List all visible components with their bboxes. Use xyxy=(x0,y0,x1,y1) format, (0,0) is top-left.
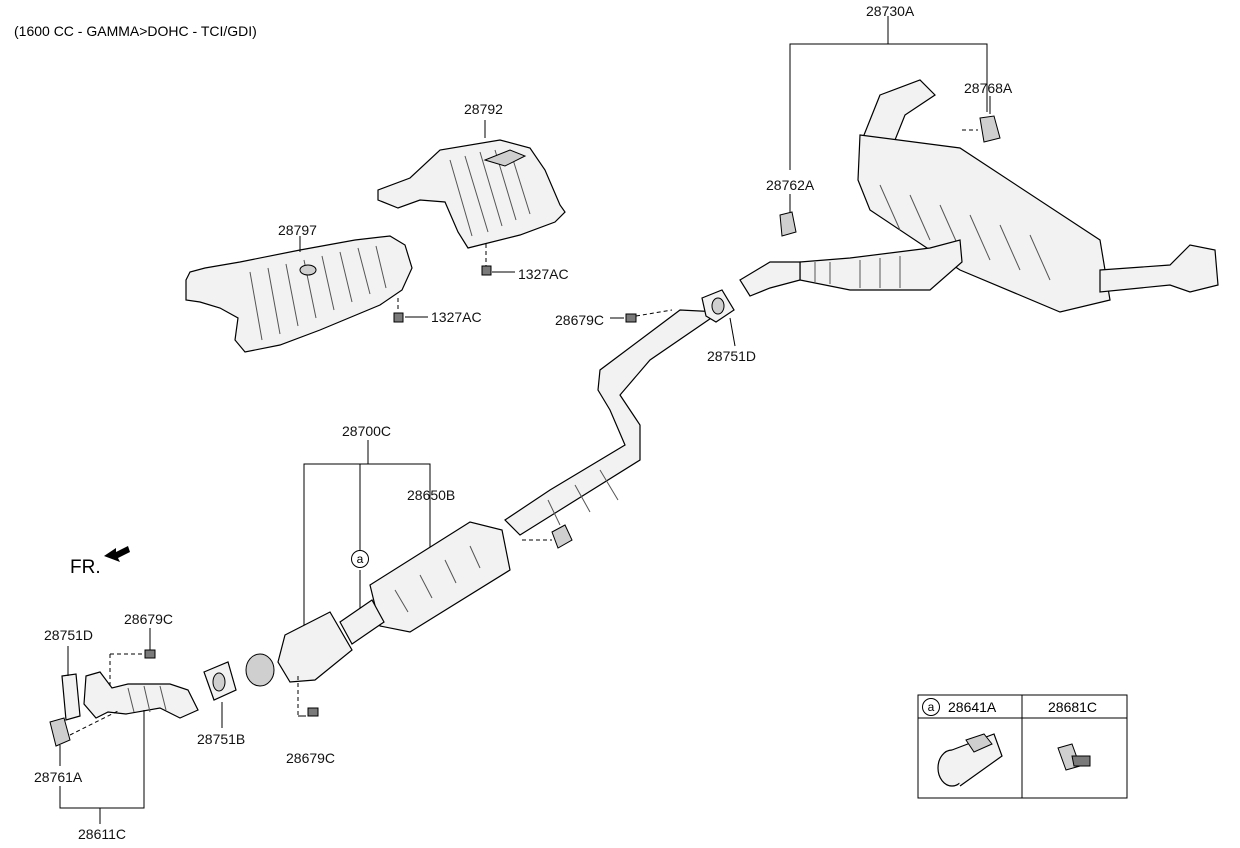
rear-muffler[interactable] xyxy=(739,79,1219,313)
heat-protector-lower[interactable] xyxy=(185,235,413,353)
engine-spec-header: (1600 CC - GAMMA>DOHC - TCI/GDI) xyxy=(14,23,257,39)
marker-a[interactable]: a xyxy=(351,550,369,568)
nut-lower[interactable] xyxy=(307,707,319,717)
legend-part-28681c[interactable]: 28681C xyxy=(1048,699,1098,715)
callout-gasket-front[interactable]: 28751D xyxy=(44,627,94,643)
callout-gasket-b[interactable]: 28751B xyxy=(197,731,246,747)
callout-bolt-lower[interactable]: 1327AC xyxy=(431,309,482,325)
callout-heat-protector-upper[interactable]: 28792 xyxy=(464,101,503,117)
bolt-clamp-illustration xyxy=(1057,743,1091,771)
nut-front[interactable] xyxy=(144,649,156,659)
clamp-illustration xyxy=(937,733,1003,787)
hanger-mid[interactable] xyxy=(779,211,797,237)
callout-bolt-upper[interactable]: 1327AC xyxy=(518,266,569,282)
callout-center-pipe-assy[interactable]: 28700C xyxy=(342,423,392,439)
hanger-front[interactable] xyxy=(49,717,71,747)
bolt-upper[interactable] xyxy=(481,265,492,276)
heat-protector-upper[interactable] xyxy=(377,139,566,249)
callout-heat-protector-lower[interactable]: 28797 xyxy=(278,222,317,238)
callout-nut-front[interactable]: 28679C xyxy=(124,611,174,627)
legend-marker-a: a xyxy=(922,698,940,716)
mid-hanger-bracket[interactable] xyxy=(551,524,573,549)
callout-nut-lower[interactable]: 28679C xyxy=(286,750,336,766)
front-pipe[interactable] xyxy=(83,671,199,719)
callout-hanger-front[interactable]: 28761A xyxy=(34,769,83,785)
gasket-b[interactable] xyxy=(203,661,237,701)
front-direction-label: FR. xyxy=(70,557,101,578)
callout-hanger-rear[interactable]: 28768A xyxy=(964,80,1013,96)
callout-muffler-assy[interactable]: 28730A xyxy=(866,3,915,19)
callout-nut-mid[interactable]: 28679C xyxy=(555,312,605,328)
callout-front-pipe[interactable]: 28611C xyxy=(78,826,127,842)
gasket-front[interactable] xyxy=(61,673,81,721)
legend-part-28641a[interactable]: 28641A xyxy=(948,699,997,715)
gasket-mid[interactable] xyxy=(701,289,735,323)
mid-pipe[interactable] xyxy=(504,309,722,536)
callout-hanger-mid[interactable]: 28762A xyxy=(766,177,815,193)
nut-mid[interactable] xyxy=(625,313,637,323)
catalytic-converter[interactable] xyxy=(245,521,511,687)
callout-catalytic-converter[interactable]: 28650B xyxy=(407,487,456,503)
front-arrow-icon xyxy=(104,546,130,562)
bolt-lower[interactable] xyxy=(393,312,404,323)
hanger-rear[interactable] xyxy=(979,115,1001,143)
callout-gasket-mid[interactable]: 28751D xyxy=(707,348,757,364)
